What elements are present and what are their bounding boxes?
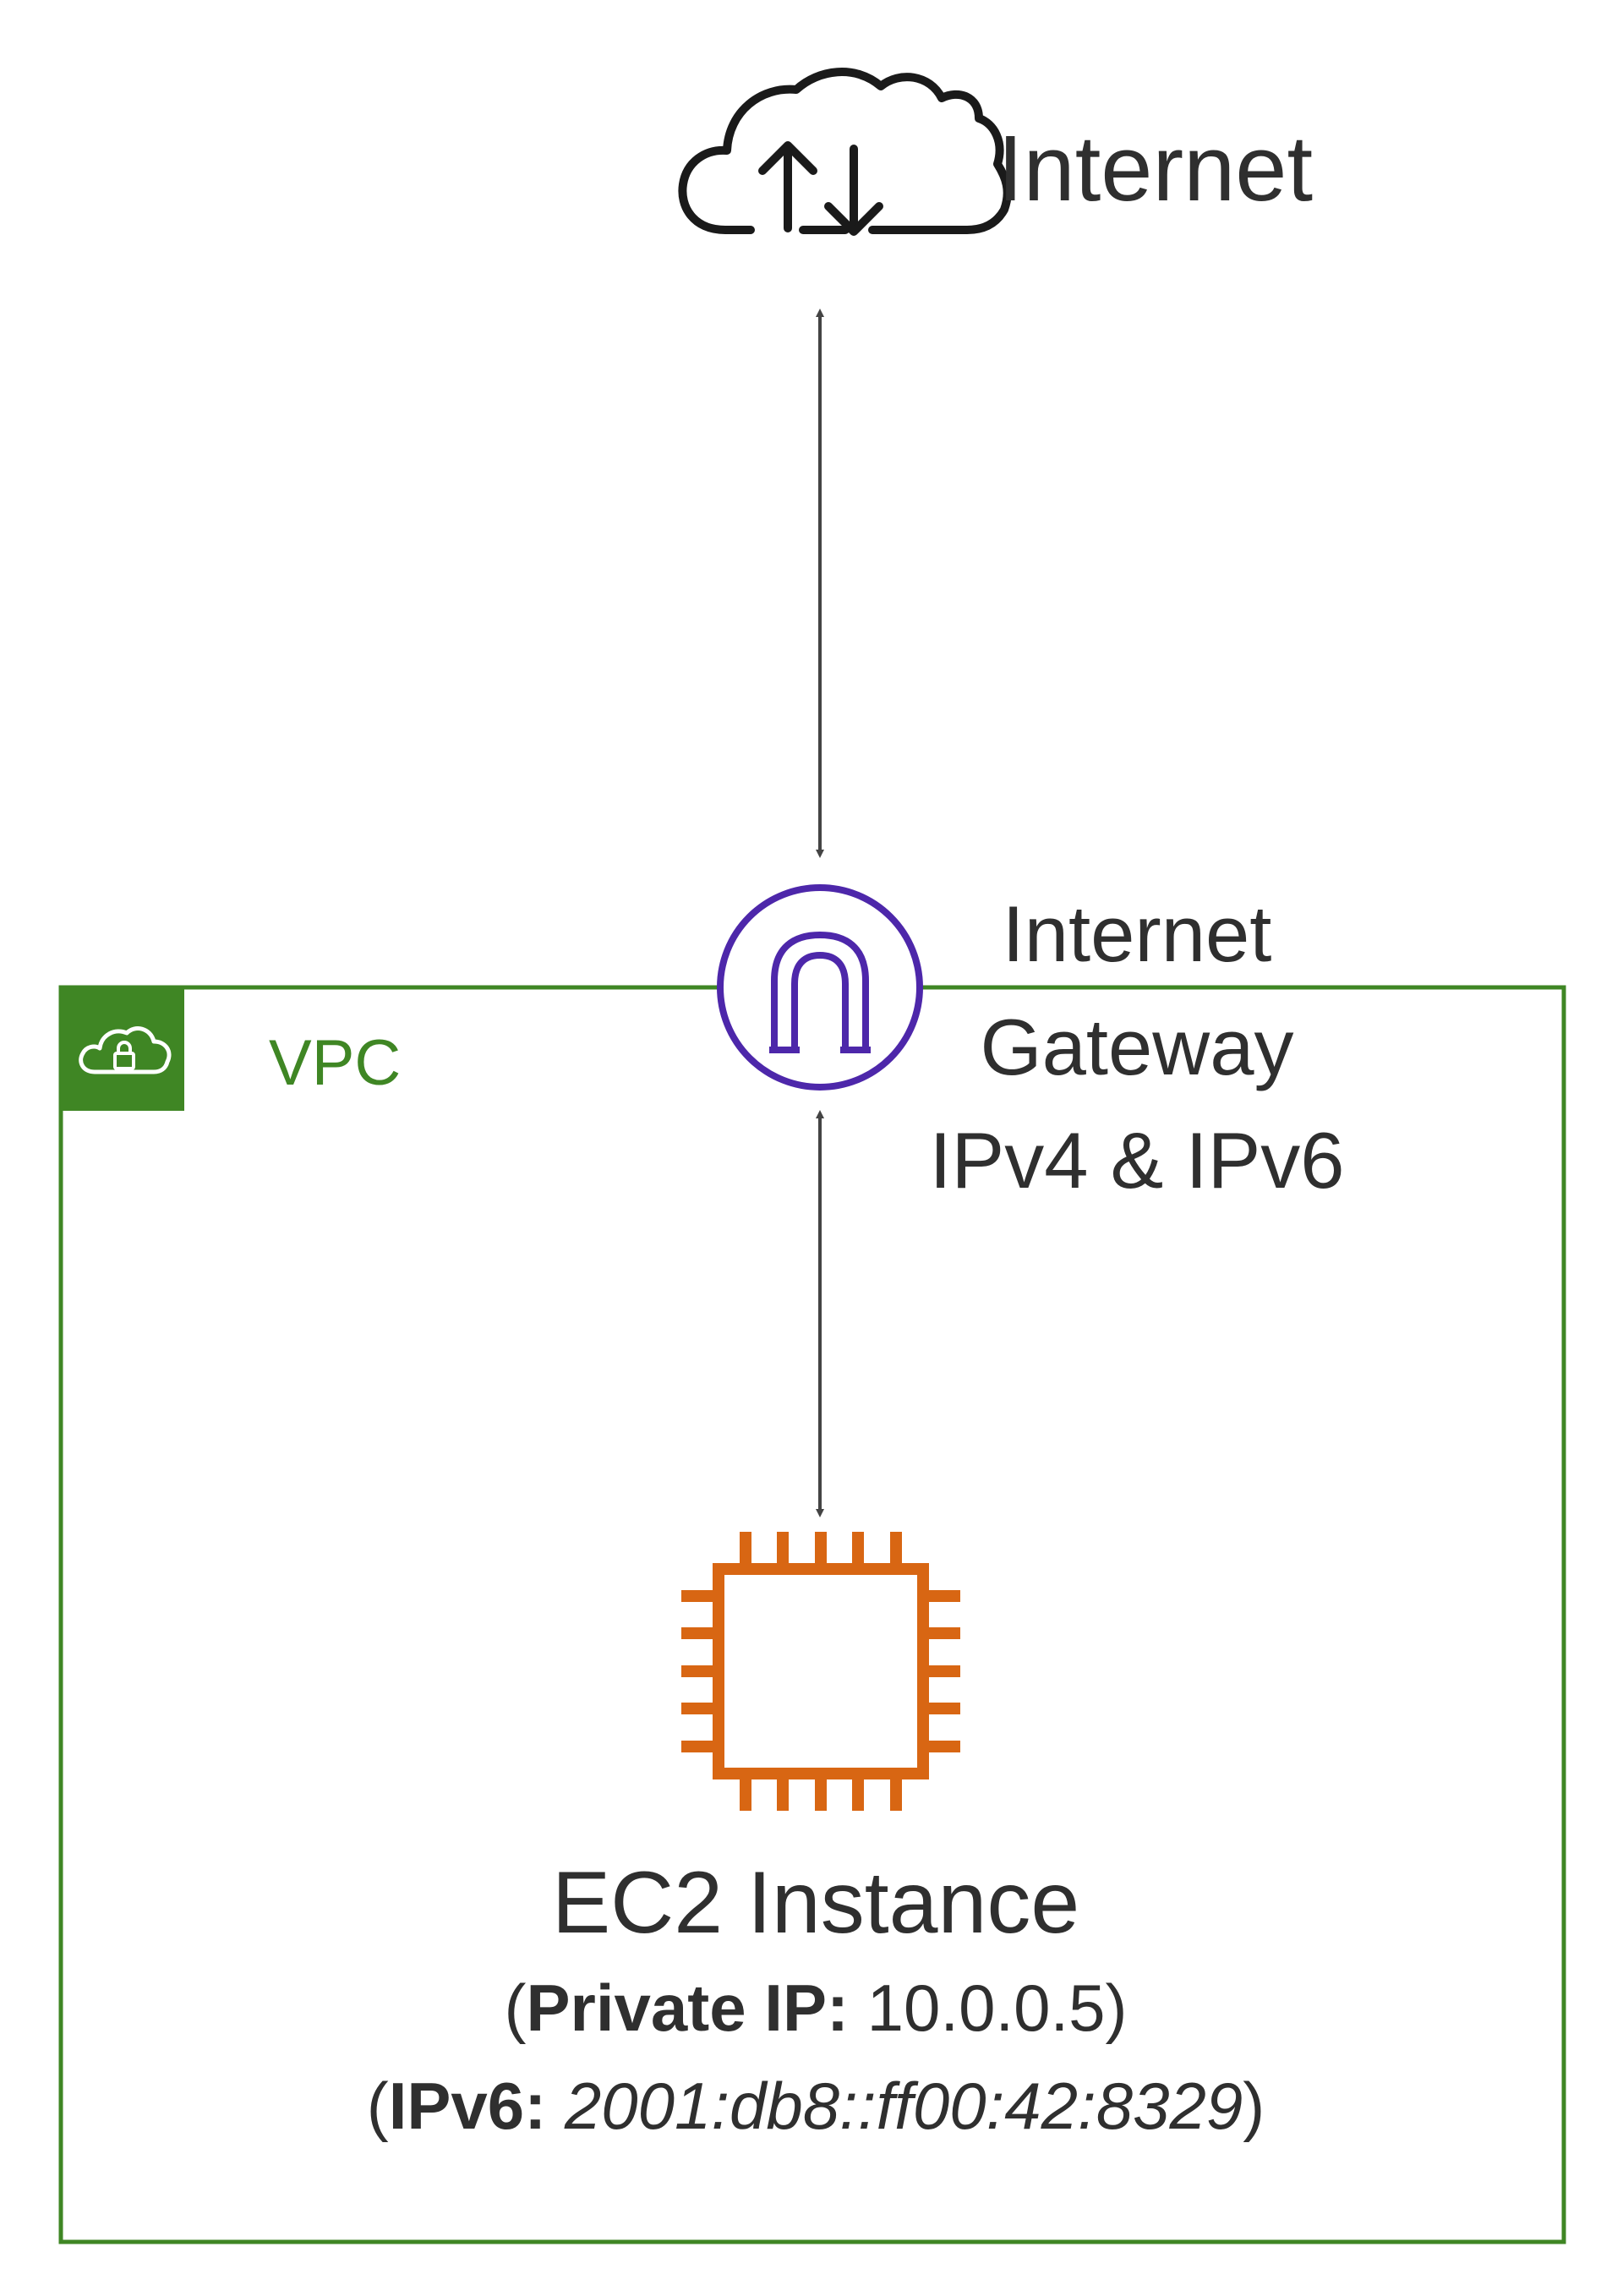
ec2-chip-icon: [681, 1532, 960, 1811]
internet-gateway-label-line2: Gateway: [980, 1003, 1294, 1091]
ec2-instance-title: EC2 Instance: [551, 1854, 1080, 1952]
internet-gateway-icon: [717, 884, 923, 1091]
internet-gateway-label-line3: IPv4 & IPv6: [929, 1116, 1345, 1205]
internet-gateway-label: Internet Gateway IPv4 & IPv6: [883, 877, 1391, 1217]
cloud-upload-download-icon: [678, 68, 1012, 236]
ipv6-value: 2001:db8::ff00:42:8329: [546, 2069, 1243, 2143]
internet-label: Internet: [997, 117, 1314, 221]
ec2-instance-block: EC2 Instance (Private IP: 10.0.0.5) (IPv…: [135, 1847, 1496, 2155]
internet-gateway-label-line1: Internet: [1002, 889, 1272, 978]
ipv6-key: IPv6:: [388, 2069, 547, 2143]
ec2-private-ip: (Private IP: 10.0.0.5): [135, 1959, 1496, 2057]
vpc-label: VPC: [269, 1027, 402, 1099]
ipv6-open-paren: (: [366, 2069, 389, 2143]
private-ip-value: 10.0.0.5): [848, 1971, 1128, 2045]
ipv6-close-paren: ): [1243, 2069, 1265, 2143]
private-ip-open-paren: (: [504, 1971, 527, 2045]
vpc-cloud-lock-icon: [61, 987, 184, 1111]
private-ip-key: Private IP:: [526, 1971, 849, 2045]
ec2-ipv6: (IPv6: 2001:db8::ff00:42:8329): [135, 2057, 1496, 2155]
